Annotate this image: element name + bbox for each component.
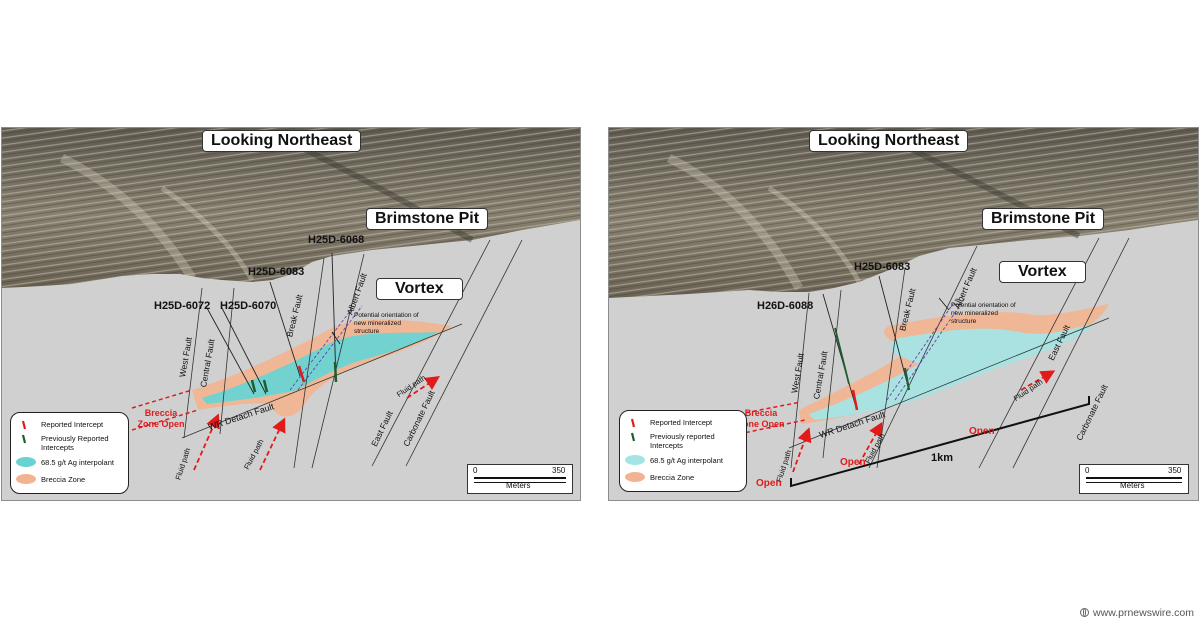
- right-section-graphic: [609, 128, 1198, 488]
- legend-previous: Previously Reported Intercepts: [41, 434, 109, 452]
- legend-swatches: [625, 418, 645, 482]
- left-section-graphic: [2, 128, 580, 471]
- ag-interpolant: [202, 332, 438, 404]
- scale-unit: Meters: [506, 481, 531, 490]
- scale-bar: 0 350 Meters: [1079, 464, 1189, 494]
- source-credit: www.prnewswire.com: [1080, 607, 1194, 619]
- drill-hole-label: H26D-6088: [757, 300, 814, 312]
- pit-label: Brimstone Pit: [982, 208, 1105, 230]
- open-label: Open: [969, 426, 995, 437]
- distance-bracket: [790, 396, 1090, 488]
- scale-max: 350: [552, 466, 566, 475]
- legend-previous: Previously reported Intercepts: [650, 432, 715, 450]
- scale-bar: 0 350 Meters: [467, 464, 573, 494]
- scale-line: [474, 477, 566, 483]
- title-label: Looking Northeast: [202, 130, 362, 152]
- scale-min: 0: [473, 466, 478, 475]
- legend-reported: Reported Intercept: [41, 420, 104, 429]
- open-label: Open: [756, 478, 782, 489]
- previous-intercept-1: [834, 327, 850, 385]
- open-label: Open: [840, 457, 866, 468]
- drill-hole-label: H25D-6083: [854, 261, 911, 273]
- drill-hole-label: H25D-6083: [248, 266, 305, 278]
- ag-interpolant: [809, 324, 1095, 420]
- previous-intercept-2: [262, 379, 269, 393]
- left-panel: Looking Northeast Brimstone Pit Vortex H…: [1, 127, 581, 501]
- legend-swatches: [16, 420, 36, 484]
- potential-structure-note: Potential orientation of new mineralized…: [354, 312, 419, 335]
- previous-intercept-3: [333, 361, 338, 383]
- previous-intercept-2: [903, 367, 911, 391]
- potential-structure-note: Potential orientation of new mineralized…: [951, 302, 1016, 325]
- title-label: Looking Northeast: [809, 130, 969, 152]
- pit-label: Brimstone Pit: [366, 208, 489, 230]
- legend-reported: Reported Intercept: [650, 418, 713, 427]
- breccia-open-label: Breccia Zone Open: [137, 408, 185, 429]
- breccia-open-label: Breccia Zone Open: [737, 408, 785, 429]
- scale-min: 0: [1085, 466, 1090, 475]
- scale-max: 350: [1168, 466, 1182, 475]
- scale-unit: Meters: [1120, 481, 1145, 490]
- legend-ag: 68.5 g/t Ag interpolant: [41, 458, 114, 467]
- legend-ag: 68.5 g/t Ag interpolant: [650, 456, 723, 465]
- deposit-label: Vortex: [376, 278, 463, 300]
- right-panel: Looking Northeast Brimstone Pit Vortex H…: [608, 127, 1199, 501]
- legend-breccia: Breccia Zone: [41, 475, 86, 484]
- reported-intercept-1: [851, 389, 859, 411]
- legend: Reported Intercept Previously reported I…: [619, 410, 747, 492]
- drill-hole-label: H25D-6070: [220, 300, 277, 312]
- drill-hole-label: H25D-6072: [154, 300, 211, 312]
- legend: Reported Intercept Previously Reported I…: [10, 412, 129, 494]
- scale-line: [1086, 477, 1182, 483]
- globe-icon: [1080, 608, 1090, 617]
- source-text: www.prnewswire.com: [1093, 607, 1194, 619]
- deposit-label: Vortex: [999, 261, 1086, 283]
- legend-breccia: Breccia Zone: [650, 473, 695, 482]
- drill-hole-label: H25D-6068: [308, 234, 365, 246]
- previous-intercept-1: [250, 379, 257, 393]
- reported-intercept-1: [297, 365, 306, 383]
- distance-label: 1km: [931, 452, 954, 464]
